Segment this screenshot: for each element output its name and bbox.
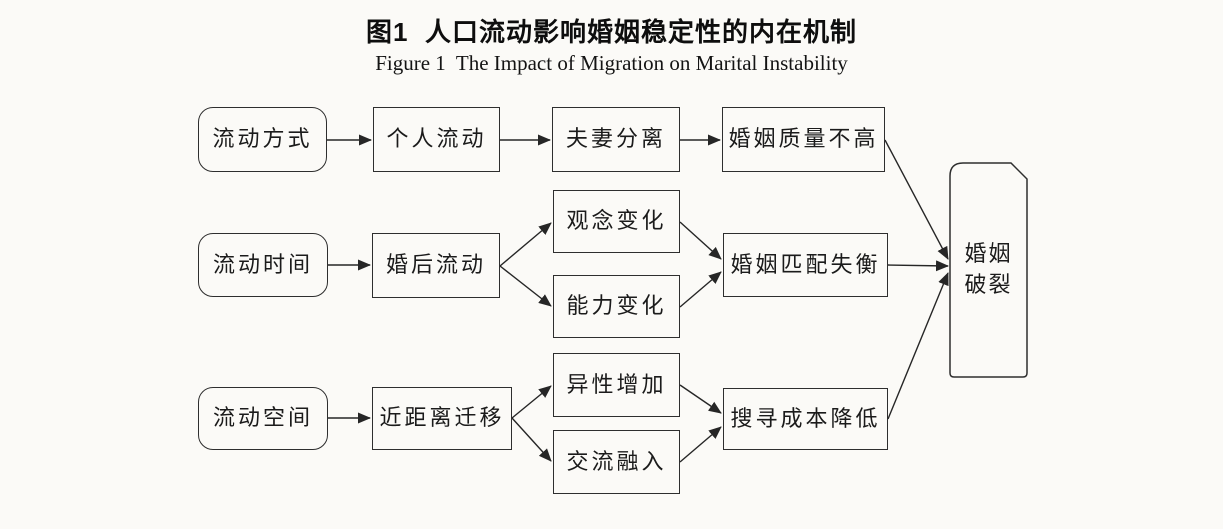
figure-title-english: Figure 1 The Impact of Migration on Mari… (375, 51, 848, 75)
edge-search-cost-decrease--to--marriage-breakdown (887, 272, 949, 420)
edge-opposite-sex-increase--to--search-cost-decrease (679, 384, 722, 414)
node-low-marriage-quality: 婚姻质量不高 (722, 107, 885, 172)
edge-post-marriage-migration--to--concept-change (499, 222, 552, 267)
edge-concept-change--to--marriage-mismatch (679, 221, 722, 260)
node-marriage-breakdown: 婚姻 破裂 (964, 241, 1013, 297)
edge-short-distance-migration--to--opposite-sex-increase (511, 385, 552, 419)
edge-communication-integration--to--search-cost-decrease (679, 426, 722, 463)
edge-marriage-mismatch--to--marriage-breakdown (887, 260, 949, 272)
node-concept-change: 观念变化 (553, 190, 680, 253)
node-flow-mode: 流动方式 (198, 107, 327, 172)
figure-title-chinese: 图1 人口流动影响婚姻稳定性的内在机制 (366, 17, 857, 47)
node-ability-change: 能力变化 (553, 275, 680, 338)
node-search-cost-decrease: 搜寻成本降低 (723, 388, 888, 450)
edge-short-distance-migration--to--communication-integration (511, 417, 552, 462)
edge-low-marriage-quality--to--marriage-breakdown (884, 139, 949, 260)
node-opposite-sex-increase: 异性增加 (553, 353, 680, 417)
node-marriage-mismatch: 婚姻匹配失衡 (723, 233, 888, 297)
node-communication-integration: 交流融入 (553, 430, 680, 494)
node-post-marriage-migration: 婚后流动 (372, 233, 500, 298)
node-shape-marriage-breakdown (949, 162, 1028, 378)
node-spouse-separation: 夫妻分离 (552, 107, 680, 172)
node-flow-space: 流动空间 (198, 387, 328, 450)
node-short-distance-migration: 近距离迁移 (372, 387, 512, 450)
edge-post-marriage-migration--to--ability-change (499, 265, 552, 307)
edge-ability-change--to--marriage-mismatch (679, 271, 722, 308)
node-individual-migration: 个人流动 (373, 107, 500, 172)
node-flow-time: 流动时间 (198, 233, 328, 297)
